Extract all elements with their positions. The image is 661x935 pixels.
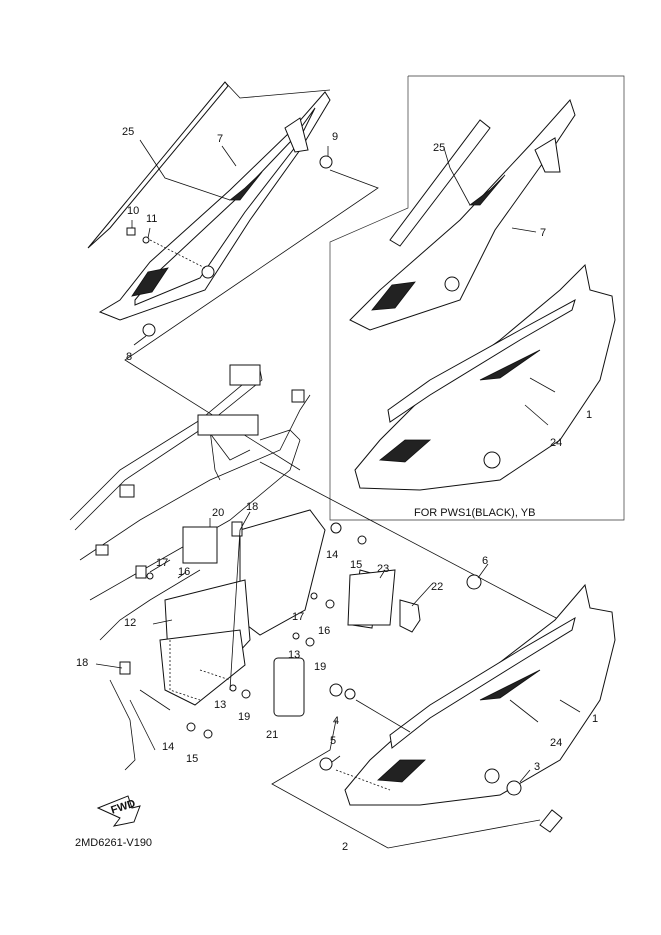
callout-15-right: 15	[350, 559, 362, 571]
callout-3: 3	[534, 761, 540, 773]
callout-2: 2	[342, 841, 348, 853]
callout-8: 8	[126, 351, 132, 363]
callout-17-left: 17	[156, 557, 168, 569]
callout-18-lower: 18	[76, 657, 88, 669]
callout-12: 12	[124, 617, 136, 629]
callout-7-inset: 7	[540, 227, 546, 239]
callout-15-lower: 15	[186, 753, 198, 765]
callout-16-left: 16	[178, 566, 190, 578]
callout-23: 23	[377, 563, 389, 575]
callout-17-right: 17	[292, 611, 304, 623]
inset-cover-assembly	[349, 99, 616, 491]
upper-cover-assembly	[87, 81, 379, 471]
lower-bracket-assembly	[95, 509, 489, 739]
callout-13-lower: 13	[214, 699, 226, 711]
callout-1: 1	[592, 713, 598, 725]
callout-14-lower: 14	[162, 741, 174, 753]
callout-24-inset: 24	[550, 437, 562, 449]
callout-10: 10	[127, 205, 139, 217]
callout-11: 11	[146, 213, 157, 225]
callout-14-right: 14	[326, 549, 338, 561]
callout-1-inset: 1	[586, 409, 592, 421]
diagram-code: 2MD6261-V190	[75, 837, 152, 849]
callout-4: 4	[333, 715, 339, 727]
callout-20: 20	[212, 507, 224, 519]
callout-5: 5	[330, 735, 336, 747]
callout-25: 25	[122, 126, 134, 138]
motorcycle-frame	[69, 364, 561, 771]
callout-22: 22	[431, 581, 443, 593]
callout-9: 9	[332, 131, 338, 143]
fwd-arrow-icon: FWD	[96, 795, 141, 827]
callout-19-right: 19	[314, 661, 326, 673]
callout-25-inset: 25	[433, 142, 445, 154]
lower-side-cover-assembly	[271, 583, 616, 849]
callout-16-right: 16	[318, 625, 330, 637]
variant-inset-frame: FOR PWS1(BLACK), YB	[329, 75, 625, 521]
callout-7: 7	[217, 133, 223, 145]
callout-24: 24	[550, 737, 562, 749]
callout-21: 21	[266, 729, 278, 741]
callout-13-right: 13	[288, 649, 300, 661]
callout-19-lower: 19	[238, 711, 250, 723]
callouts: 25 7 9 10 11 8 25 7 1 24 20 18 17 16 14 …	[76, 126, 598, 853]
callout-18-upper: 18	[246, 501, 258, 513]
inset-caption: FOR PWS1(BLACK), YB	[414, 507, 535, 519]
callout-6: 6	[482, 555, 488, 567]
